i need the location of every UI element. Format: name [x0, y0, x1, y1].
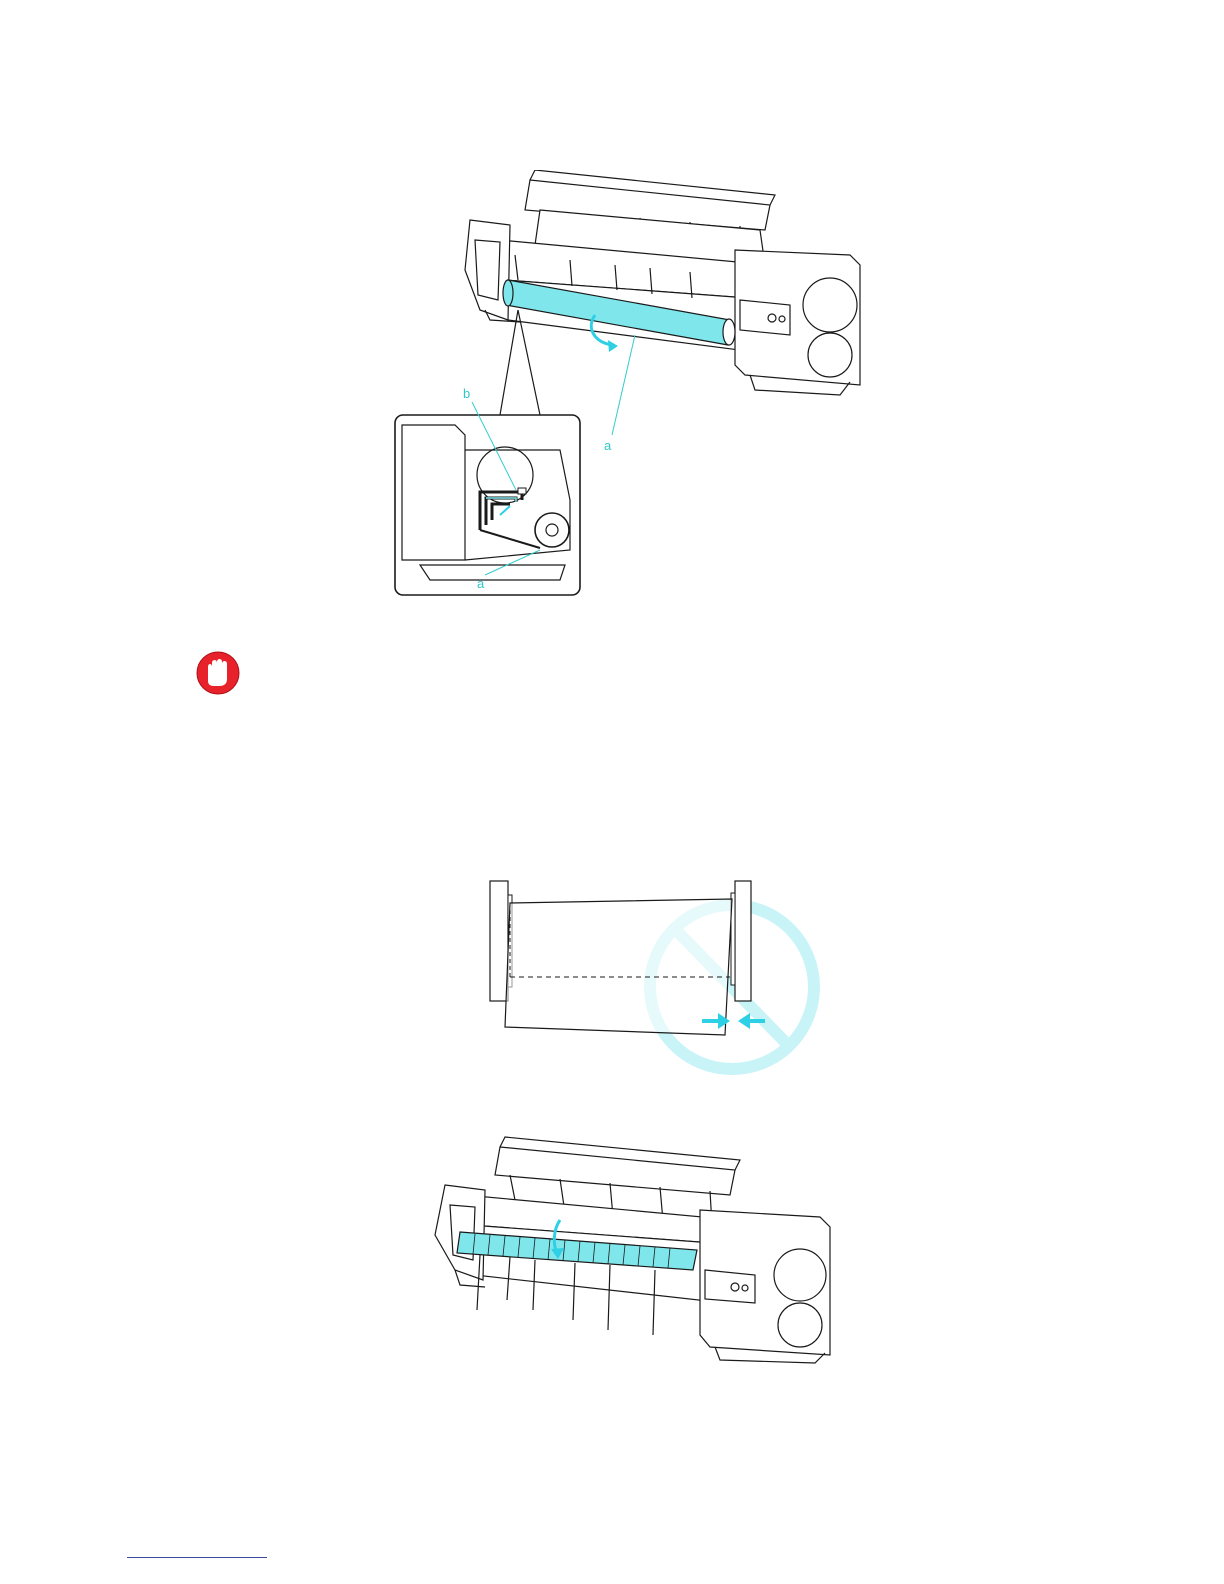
callout-a-main: a: [604, 438, 612, 453]
printer-guide-illustration: [425, 1135, 835, 1370]
printer-roll-figure: a b a: [390, 170, 880, 600]
stop-hand-icon: [194, 651, 244, 695]
footnote-rule: [127, 1557, 267, 1558]
skewed-paper-figure: [480, 875, 830, 1085]
callout-b-inset: b: [463, 386, 470, 401]
skewed-paper-illustration: [480, 875, 830, 1085]
printer-roll-illustration: a b a: [390, 170, 880, 600]
printer-guide-figure: [425, 1135, 835, 1370]
callout-a-inset: a: [477, 576, 485, 591]
